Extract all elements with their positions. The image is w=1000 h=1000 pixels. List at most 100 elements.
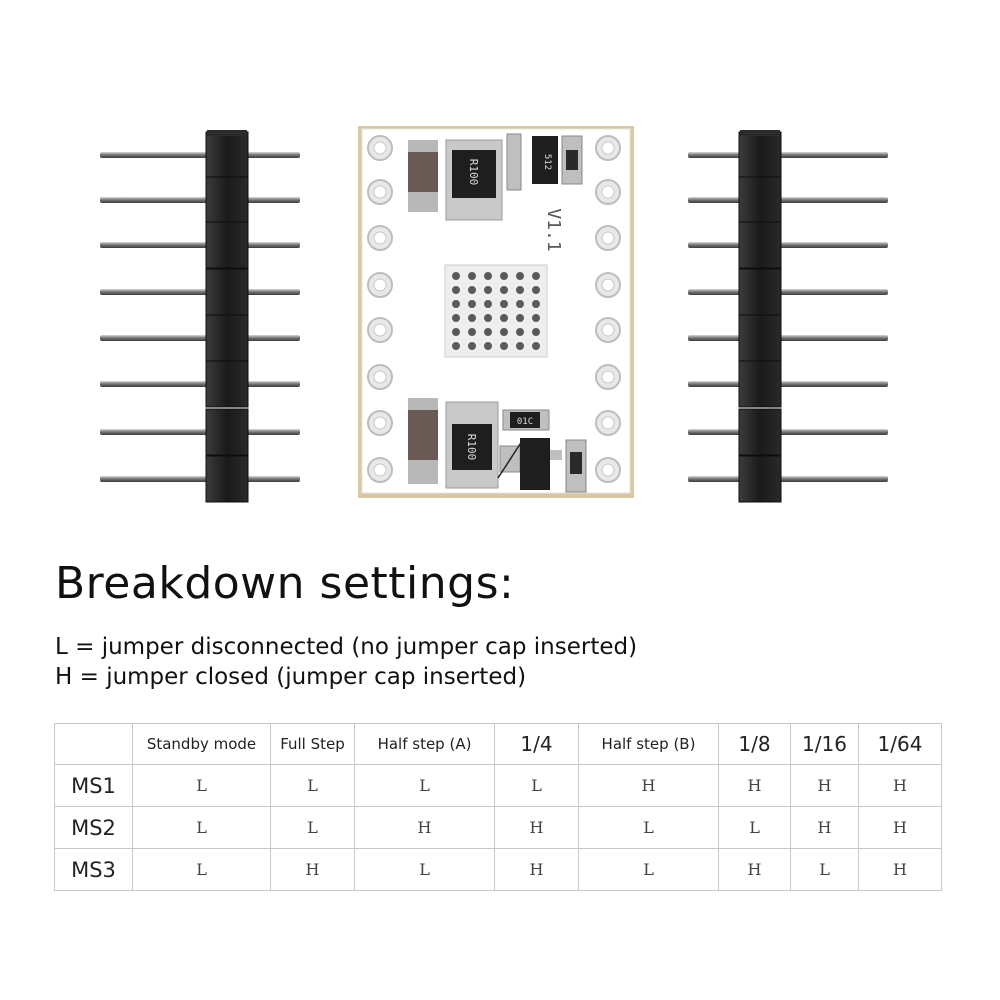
table-cell: L: [354, 764, 495, 807]
driver-board: R100 512 V1.1 R100 01C: [358, 126, 634, 498]
table-cell: L: [132, 806, 271, 849]
table-cell: L: [270, 764, 355, 807]
thermal-via: [500, 286, 508, 294]
table-cell: L: [132, 848, 271, 891]
thermal-via: [468, 300, 476, 308]
thermal-via: [516, 272, 524, 280]
thermal-via: [452, 342, 460, 350]
legend-line-high: H = jumper closed (jumper cap inserted): [55, 664, 527, 690]
column-header: Half step (B): [578, 723, 719, 765]
thermal-via-grid: [452, 272, 540, 350]
thermal-via: [468, 328, 476, 336]
product-photo: R100 512 V1.1 R100 01C: [100, 126, 888, 503]
small-marking-bottom: 01C: [517, 417, 533, 427]
header-plastic-block: [738, 221, 782, 269]
table-cell: L: [578, 848, 719, 891]
thermal-via: [452, 328, 460, 336]
header-plastic-block: [738, 408, 782, 456]
header-pin: [688, 197, 888, 203]
header-pin: [688, 242, 888, 248]
thermal-via: [468, 342, 476, 350]
header-plastic-block: [738, 360, 782, 408]
capacitor: [408, 150, 438, 192]
header-pin: [688, 152, 888, 158]
header-pin: [100, 242, 300, 248]
thermal-via: [468, 286, 476, 294]
thermal-via: [500, 342, 508, 350]
thermal-via: [532, 300, 540, 308]
resistor-marking-bottom: R100: [465, 434, 478, 461]
table-header-row: Standby mode Full Step Half step (A) 1/4…: [54, 723, 942, 765]
board-version-label: V1.1: [543, 208, 564, 251]
thermal-via: [452, 314, 460, 322]
header-plastic-block: [205, 408, 249, 456]
table-cell: H: [494, 806, 579, 849]
thermal-via: [484, 342, 492, 350]
resistor-marking-top: R100: [467, 159, 480, 186]
header-plastic-block: [205, 360, 249, 408]
row-label: MS2: [54, 806, 133, 849]
column-header: 1/16: [790, 723, 859, 765]
header-pin: [688, 289, 888, 295]
thermal-via: [484, 272, 492, 280]
table-cell: L: [790, 848, 859, 891]
thermal-via: [484, 300, 492, 308]
thermal-via: [500, 272, 508, 280]
thermal-via: [500, 328, 508, 336]
table-cell: L: [718, 806, 791, 849]
header-pin: [100, 429, 300, 435]
thermal-via: [532, 328, 540, 336]
thermal-via: [516, 342, 524, 350]
thermal-via: [516, 286, 524, 294]
table-cell: L: [578, 806, 719, 849]
column-header: 1/64: [858, 723, 942, 765]
table-row: MS3 L H L H L H L H: [54, 848, 942, 891]
table-cell: H: [578, 764, 719, 807]
header-plastic-block: [738, 131, 782, 179]
header-plastic-block: [205, 131, 249, 179]
thermal-via: [532, 342, 540, 350]
table-corner-cell: [54, 723, 133, 765]
header-plastic-block: [205, 221, 249, 269]
thermal-via: [500, 300, 508, 308]
current-sense-resistor-bottom: [452, 424, 492, 470]
table-cell: H: [858, 806, 942, 849]
header-plastic-block: [205, 268, 249, 316]
thermal-via: [452, 300, 460, 308]
table-cell: H: [858, 764, 942, 807]
header-plastic-block: [738, 314, 782, 362]
row-label: MS1: [54, 764, 133, 807]
header-pin: [100, 289, 300, 295]
column-header: 1/4: [494, 723, 579, 765]
thermal-via: [484, 314, 492, 322]
thermal-via: [532, 314, 540, 322]
thermal-via: [516, 314, 524, 322]
header-pin: [688, 476, 888, 482]
current-sense-resistor-top: [452, 150, 496, 198]
table-cell: H: [858, 848, 942, 891]
header-plastic-block: [205, 176, 249, 224]
header-pin: [100, 197, 300, 203]
jumper-legend: L = jumper disconnected (no jumper cap i…: [55, 632, 637, 692]
header-plastic-block: [205, 455, 249, 503]
header-pin: [100, 335, 300, 341]
thermal-via: [468, 314, 476, 322]
board-pads: [367, 135, 621, 483]
thermal-via: [532, 286, 540, 294]
table-cell: H: [270, 848, 355, 891]
page-heading: Breakdown settings:: [55, 558, 515, 609]
thermal-via: [532, 272, 540, 280]
right-pin-header: [688, 130, 888, 503]
thermal-via: [452, 272, 460, 280]
legend-line-low: L = jumper disconnected (no jumper cap i…: [55, 634, 638, 660]
thermal-via: [452, 286, 460, 294]
row-label: MS3: [54, 848, 133, 891]
table-cell: H: [790, 806, 859, 849]
header-plastic-block: [738, 176, 782, 224]
table-cell: H: [354, 806, 495, 849]
thermal-via: [468, 272, 476, 280]
header-pin: [100, 476, 300, 482]
header-plastic-block: [738, 455, 782, 503]
transistor: [520, 438, 550, 490]
column-header: Half step (A): [354, 723, 495, 765]
